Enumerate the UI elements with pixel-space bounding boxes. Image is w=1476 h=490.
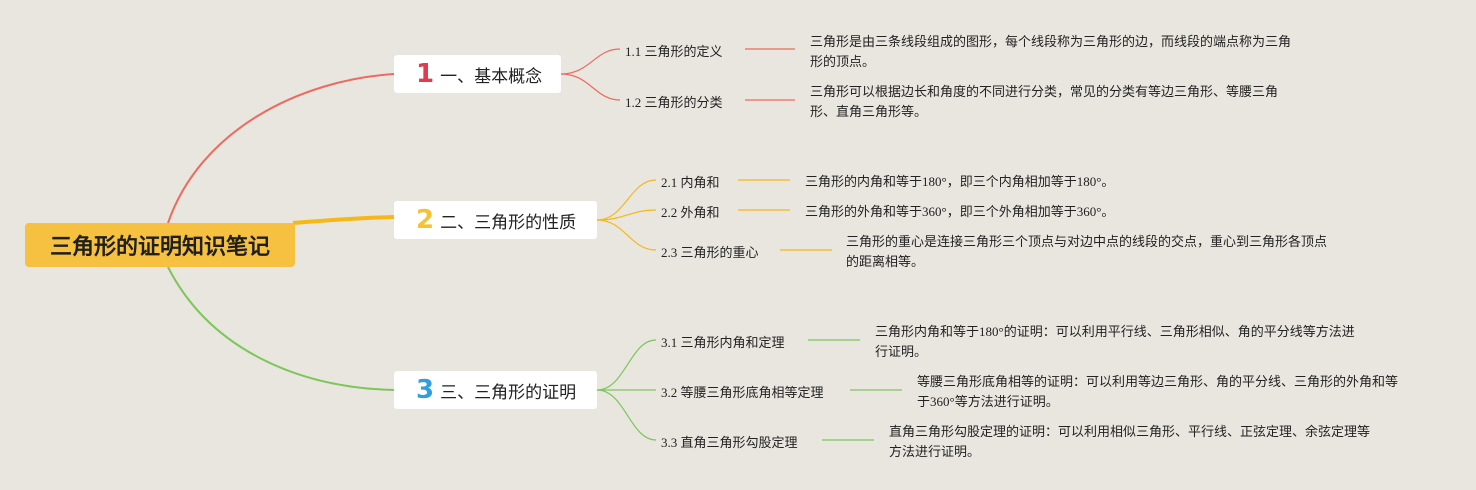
sub-node-3-2[interactable]: 3.2 等腰三角形底角相等定理	[661, 385, 824, 400]
branch-label-1: 一、基本概念	[440, 66, 543, 87]
branch-node-1[interactable]: 1 一、基本概念	[394, 55, 561, 93]
root-to-branch-1-line	[167, 73, 395, 224]
branch-2-to-sub-2-1-line	[596, 179, 657, 221]
branch-3-to-sub-3-3-line	[596, 389, 657, 441]
root-title: 三角形的证明知识笔记	[49, 235, 270, 260]
root-to-branch-3-line	[167, 266, 395, 391]
desc-3-3: 直角三角形勾股定理的证明：可以利用相似三角形、平行线、正弦定理、余弦定理等方法进…	[889, 424, 1371, 459]
branch-number-3: 3	[416, 375, 435, 405]
root-node[interactable]: 三角形的证明知识笔记	[25, 223, 295, 267]
sub-node-3-3[interactable]: 3.3 直角三角形勾股定理	[661, 435, 798, 450]
sub-node-1-2[interactable]: 1.2 三角形的分类	[625, 95, 723, 110]
desc-1-1: 三角形是由三条线段组成的图形，每个线段称为三角形的边，而线段的端点称为三角形的顶…	[810, 34, 1292, 69]
desc-3-2: 等腰三角形底角相等的证明：可以利用等边三角形、角的平分线、三角形的外角和等于36…	[917, 374, 1399, 409]
desc-3-1: 三角形内角和等于180°的证明：可以利用平行线、三角形相似、角的平分线等方法进行…	[875, 324, 1355, 359]
branch-2-to-sub-2-2-line	[596, 209, 657, 221]
desc-2-1: 三角形的内角和等于180°，即三个内角相加等于180°。	[805, 174, 1115, 189]
branch-node-3[interactable]: 3 三、三角形的证明	[394, 371, 597, 409]
branch-label-2: 二、三角形的性质	[440, 212, 577, 233]
branch-number-2: 2	[416, 205, 435, 235]
desc-1-2: 三角形可以根据边长和角度的不同进行分类，常见的分类有等边三角形、等腰三角形、直角…	[810, 84, 1279, 119]
root-to-branch-2-line	[292, 215, 395, 225]
sub-node-2-1[interactable]: 2.1 内角和	[661, 175, 720, 190]
branch-1-to-sub-1-2-line	[560, 73, 621, 101]
sub-node-3-1[interactable]: 3.1 三角形内角和定理	[661, 335, 785, 350]
desc-2-2: 三角形的外角和等于360°，即三个外角相加等于360°。	[805, 204, 1115, 219]
branch-node-2[interactable]: 2 二、三角形的性质	[394, 201, 597, 239]
branch-1-to-sub-1-1-line	[560, 48, 621, 75]
sub-node-1-1[interactable]: 1.1 三角形的定义	[625, 44, 723, 59]
branch-number-1: 1	[416, 59, 435, 89]
sub-node-2-3[interactable]: 2.3 三角形的重心	[661, 245, 759, 260]
branch-2-to-sub-2-3-line	[596, 219, 657, 251]
desc-2-3: 三角形的重心是连接三角形三个顶点与对边中点的线段的交点，重心到三角形各顶点的距离…	[846, 234, 1328, 269]
sub-node-2-2[interactable]: 2.2 外角和	[661, 205, 720, 220]
branch-label-3: 三、三角形的证明	[440, 382, 577, 403]
branch-3-to-sub-3-1-line	[596, 339, 657, 391]
